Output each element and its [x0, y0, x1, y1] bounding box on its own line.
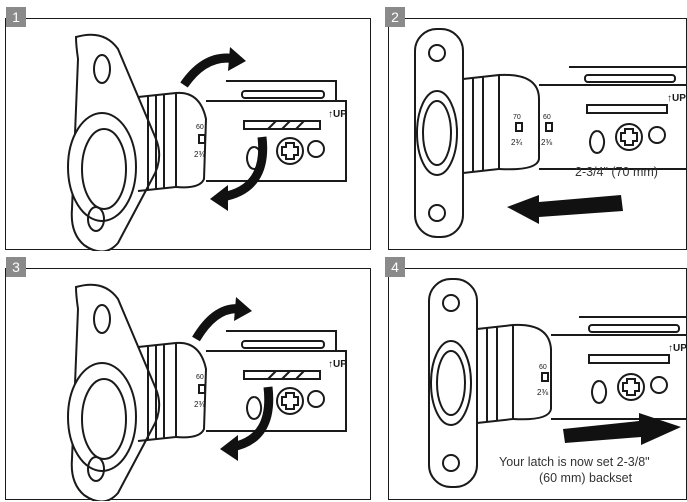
- backset-caption-line2: (60 mm) backset: [539, 471, 633, 485]
- backset-mark-top: 60: [196, 124, 204, 131]
- up-label: ↑UP: [667, 93, 686, 104]
- backset-mark-bottom: 2⅜: [194, 150, 205, 159]
- backset-mark-top-2: 60: [543, 114, 551, 121]
- step-3-panel: 60 2⅜ ↑UP 3: [5, 257, 371, 501]
- step-number-badge: 3: [6, 257, 26, 277]
- latch-slide-left-illustration: 70 2¾ 60 2⅜ ↑UP: [414, 28, 687, 238]
- up-label: ↑UP: [668, 343, 687, 354]
- slide-left-arrow: [507, 195, 623, 224]
- backset-mark-bottom-2: 2⅜: [541, 138, 552, 147]
- up-label: ↑UP: [328, 109, 347, 120]
- backset-mark-bottom: 2⅜: [194, 400, 205, 409]
- backset-mark-top: 60: [196, 374, 204, 381]
- backset-caption: 2-3/4" (70 mm): [575, 165, 658, 179]
- backset-mark-bottom: 2¾: [511, 138, 522, 147]
- backset-caption-line1: Your latch is now set 2-3/8": [499, 455, 650, 469]
- slide-right-arrow: [563, 413, 681, 445]
- step-number-badge: 1: [6, 7, 26, 27]
- rotate-arrow-bottom: [230, 386, 274, 452]
- backset-mark-top: 70: [513, 114, 521, 121]
- up-label: ↑UP: [328, 359, 347, 370]
- latch-rotate-illustration: 60 2⅜ ↑UP: [67, 33, 347, 251]
- backset-mark-bottom: 2⅜: [537, 388, 548, 397]
- step-number-badge: 4: [385, 257, 405, 277]
- latch-slide-right-illustration: 60 2⅜ ↑UP: [428, 278, 687, 488]
- step-2-panel: 70 2¾ 60 2⅜ ↑UP 2-3/4" (70 mm) 2: [385, 7, 687, 250]
- step-1-panel: 60 2⅜ ↑UP 1: [5, 7, 371, 251]
- latch-rotate-illustration: 60 2⅜ ↑UP: [67, 283, 347, 501]
- rotate-arrow-bottom: [221, 136, 268, 202]
- step-4-panel: 60 2⅜ ↑UP Your latch is now set 2-3/8" (…: [385, 257, 687, 500]
- step-number-badge: 2: [385, 7, 405, 27]
- backset-mark-top: 60: [539, 364, 547, 371]
